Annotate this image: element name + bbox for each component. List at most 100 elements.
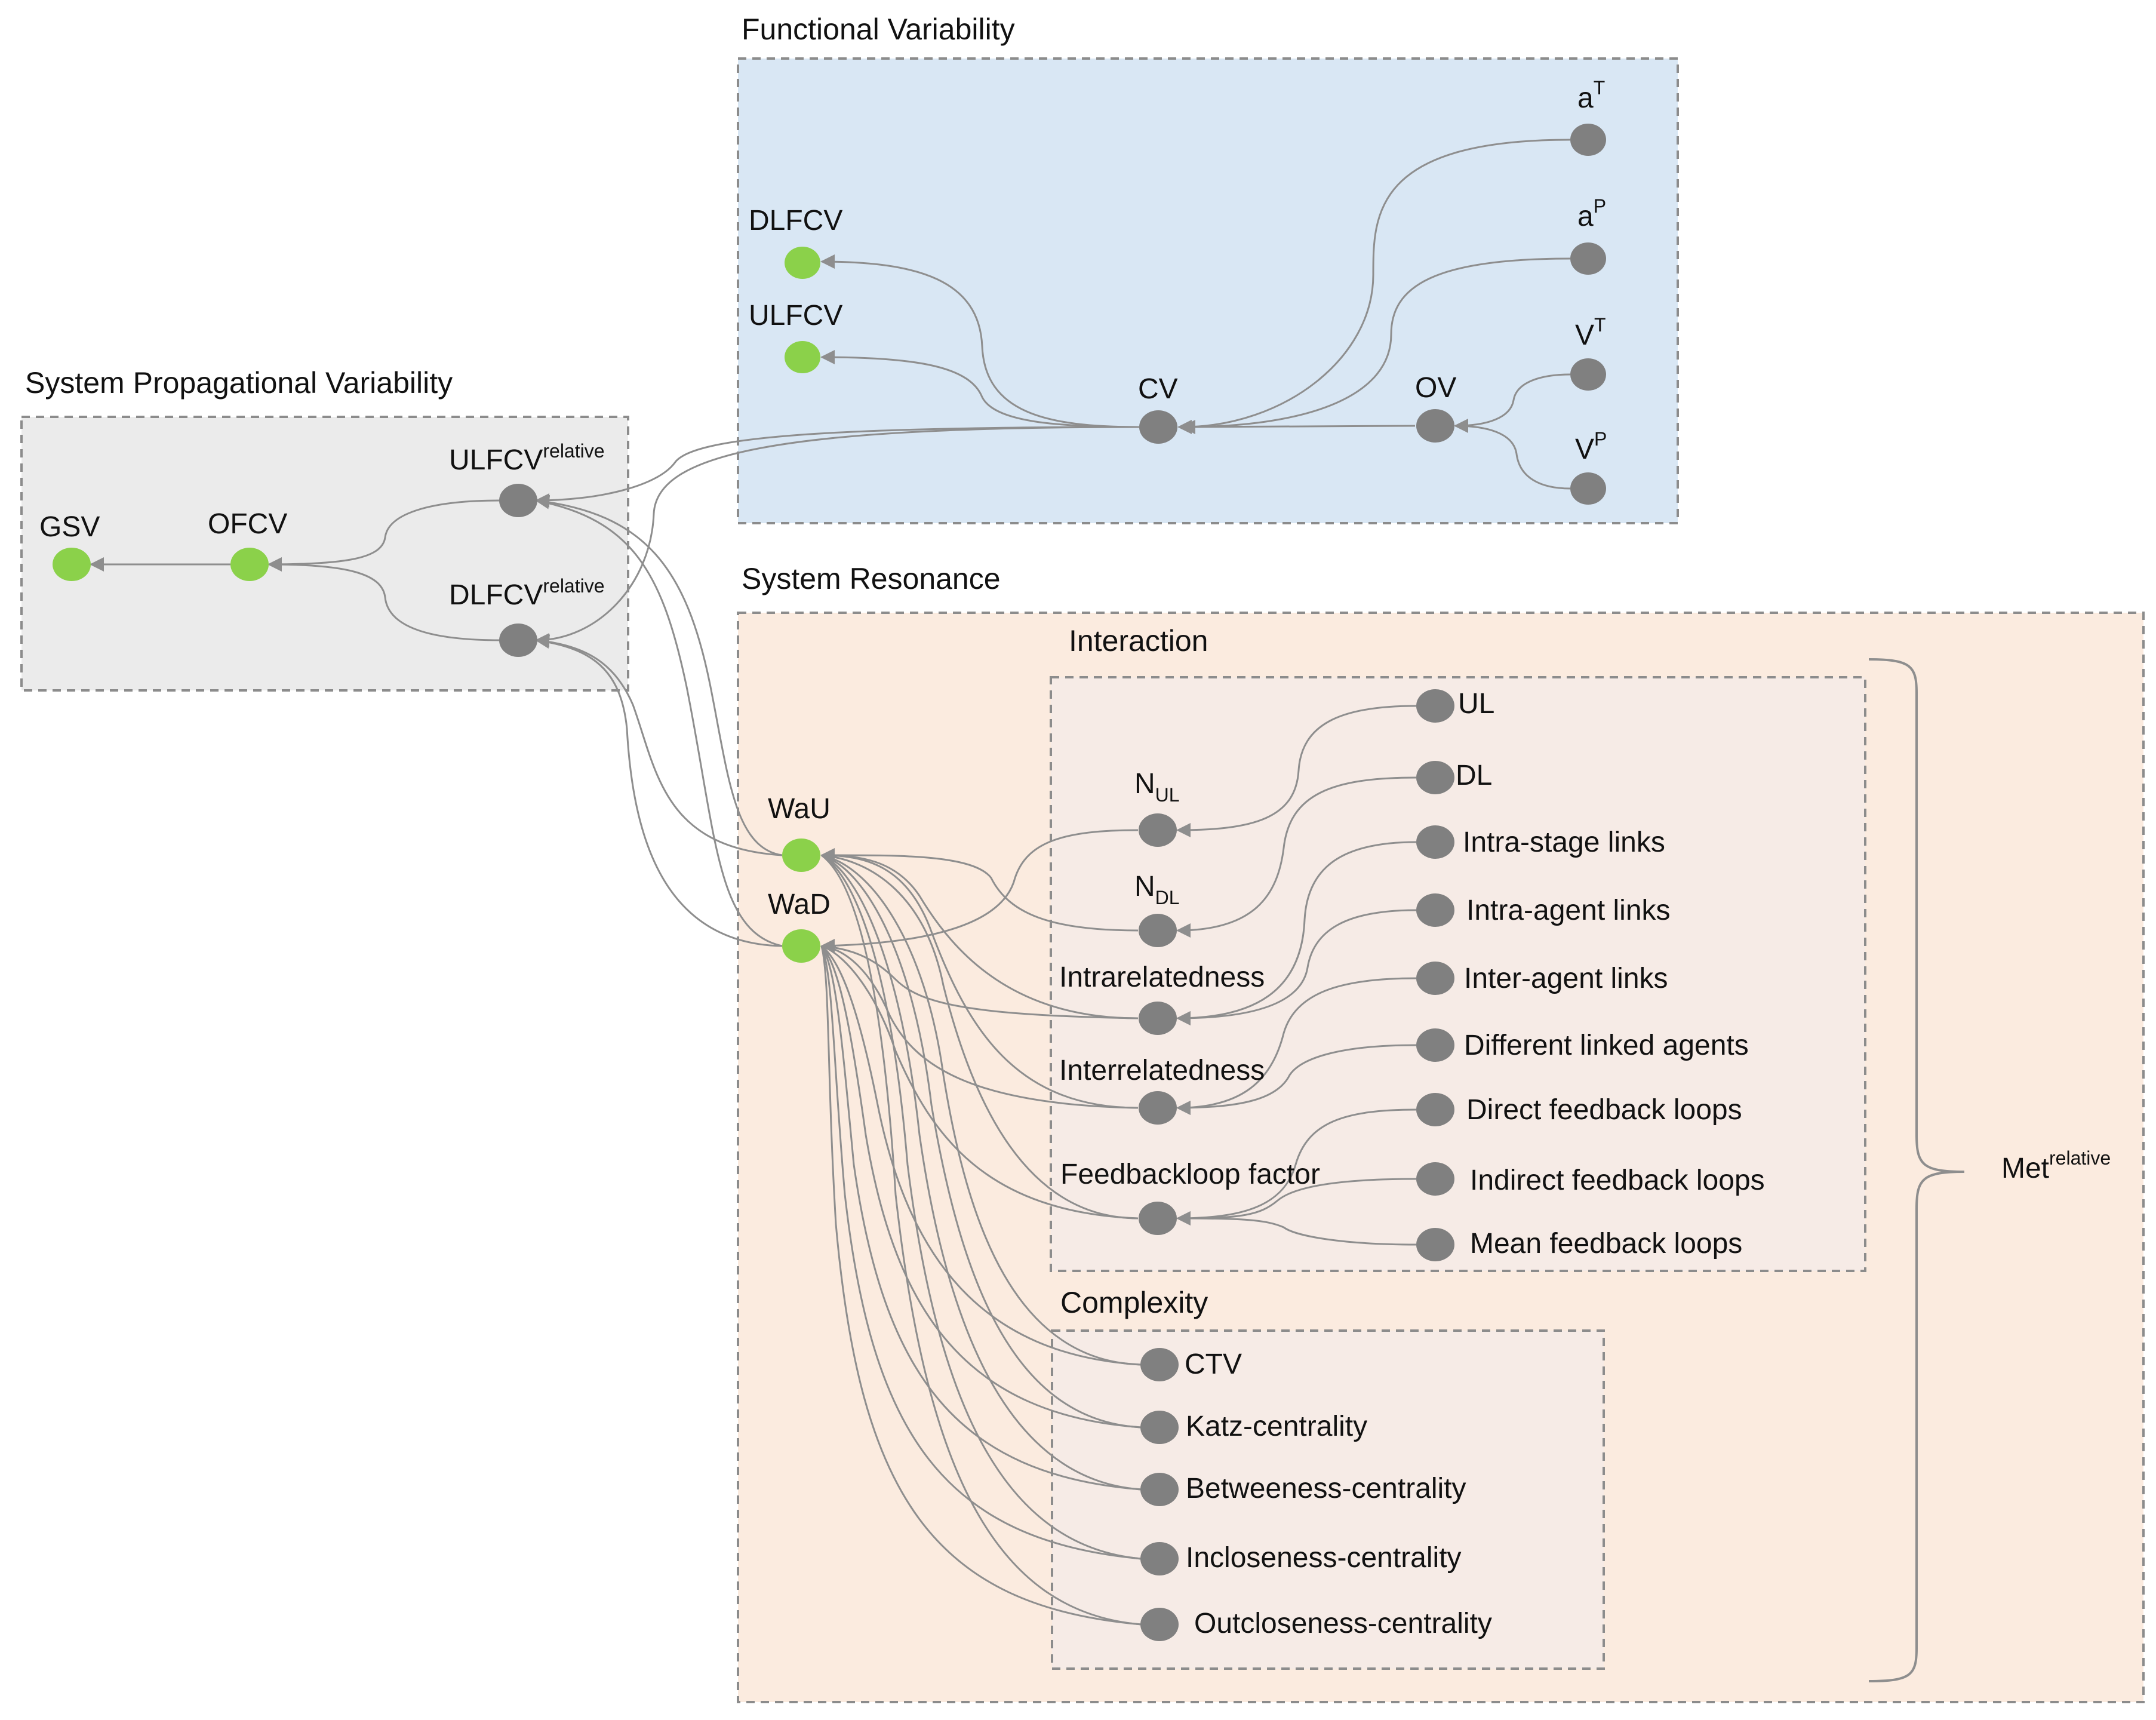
node-DLFCV-rel <box>499 624 537 657</box>
edge-IntraStage-Intrarel <box>1176 841 1417 1025</box>
node-IndirectFB <box>1416 1162 1454 1196</box>
label-NDL: NDL <box>1134 871 1180 908</box>
label-IndirectFB: Indirect feedback loops <box>1470 1165 1765 1196</box>
edge-CTV-WaU <box>821 854 1142 1366</box>
label-OFCV: OFCV <box>208 508 287 540</box>
edge-DL-NDL <box>1176 776 1417 938</box>
label-DiffAgents: Different linked agents <box>1464 1030 1749 1061</box>
node-IntraAgent <box>1416 893 1454 927</box>
edge-DiffAgents-Interrel <box>1177 1044 1417 1109</box>
label-IntraAgent: Intra-agent links <box>1466 895 1671 926</box>
label-WaD: WaD <box>768 889 831 920</box>
label-Intrarelatedness: Intrarelatedness <box>1059 962 1265 993</box>
node-aP <box>1570 242 1606 275</box>
edge-Katz-WaD <box>820 945 1142 1429</box>
edge-Interrel-WaD <box>821 945 1139 1109</box>
system-resonance-title: System Resonance <box>742 562 1001 595</box>
edge-NDL-WaU <box>821 854 1139 932</box>
node-GSV <box>53 548 91 581</box>
node-Intrarelatedness <box>1139 1002 1177 1035</box>
edge-Intrarel-WaD <box>821 945 1139 1019</box>
edge-IntraAgent-Intrarel <box>1177 909 1417 1019</box>
node-VP <box>1570 472 1606 505</box>
functional-variability-box <box>737 57 1679 524</box>
complexity-box <box>1051 1329 1605 1670</box>
node-IntraStage <box>1416 825 1454 859</box>
met-relative-label: Metrelative <box>2001 1147 2111 1184</box>
label-aT: aT <box>1577 77 1605 114</box>
node-ULFCV-rel <box>499 484 537 517</box>
edge-Outcloseness-WaU <box>821 854 1142 1626</box>
label-Outcloseness: Outcloseness-centrality <box>1194 1608 1492 1639</box>
node-InterAgent <box>1416 962 1454 995</box>
complexity-title: Complexity <box>1060 1286 1208 1319</box>
node-VT <box>1570 358 1606 391</box>
node-ULFCV <box>785 341 820 373</box>
node-NDL <box>1139 914 1177 947</box>
label-DLFCV-rel: DLFCVrelative <box>449 575 605 611</box>
edge-Betweeness-WaD <box>820 945 1142 1491</box>
node-Betweeness <box>1140 1473 1179 1506</box>
edge-CV-ULFCV <box>820 350 1140 428</box>
edge-IndirectFB-Feedback <box>1177 1178 1417 1220</box>
label-OV: OV <box>1415 372 1456 404</box>
label-GSV: GSV <box>39 511 100 543</box>
interaction-title: Interaction <box>1069 624 1208 658</box>
system-propagational-variability-title: System Propagational Variability <box>25 366 453 400</box>
label-IntraStage: Intra-stage links <box>1463 827 1665 858</box>
edge-UL-NUL <box>1176 705 1417 837</box>
node-Interrelatedness <box>1139 1091 1177 1125</box>
edge-aT-CV <box>1181 139 1571 434</box>
edge-Incloseness-WaU <box>821 854 1142 1560</box>
edge-ULFCV-rel-OFCV <box>267 499 501 572</box>
edge-DirectFB-Feedback <box>1176 1108 1417 1226</box>
label-WaU: WaU <box>768 793 831 825</box>
edge-Intrarel-WaU <box>821 854 1139 1019</box>
edge-CV-DLFCV <box>820 254 1140 428</box>
node-MeanFB <box>1416 1228 1454 1261</box>
label-DirectFB: Direct feedback loops <box>1466 1094 1742 1126</box>
label-VT: VT <box>1575 314 1606 351</box>
edge-OV-CV <box>1177 419 1416 434</box>
edge-WaD-DLFCV-rel <box>536 639 783 947</box>
label-MeanFB: Mean feedback loops <box>1470 1228 1742 1260</box>
edge-CV-DLFCV-rel <box>535 426 1140 647</box>
node-NUL <box>1139 813 1177 847</box>
node-OFCV <box>230 548 269 581</box>
edge-NUL-WaD <box>821 829 1139 947</box>
node-Feedbackloop <box>1139 1202 1177 1235</box>
node-UL <box>1416 689 1454 723</box>
edge-WaD-ULFCV-rel <box>536 499 783 947</box>
label-Interrelatedness: Interrelatedness <box>1059 1055 1265 1086</box>
edge-Incloseness-WaD <box>820 945 1142 1560</box>
edge-MeanFB-Feedback <box>1177 1217 1417 1246</box>
label-ULFCV-rel: ULFCVrelative <box>449 440 605 476</box>
edge-Betweeness-WaU <box>821 854 1142 1491</box>
node-CV <box>1139 410 1177 444</box>
label-DL: DL <box>1456 760 1492 791</box>
interaction-box <box>1050 676 1866 1272</box>
edge-Outcloseness-WaD <box>820 945 1142 1626</box>
edge-WaU-ULFCV-rel <box>535 494 783 856</box>
node-CTV <box>1140 1348 1179 1381</box>
edge-aP-CV <box>1182 257 1571 428</box>
edge-CV-ULFCV-rel <box>535 426 1140 508</box>
label-VP: VP <box>1575 428 1607 465</box>
label-Betweeness: Betweeness-centrality <box>1186 1473 1466 1504</box>
node-DiffAgents <box>1416 1028 1454 1062</box>
node-OV <box>1416 409 1454 443</box>
label-NUL: NUL <box>1134 768 1180 806</box>
node-DL <box>1416 761 1454 794</box>
edge-VP-OV <box>1454 425 1571 490</box>
label-UL: UL <box>1458 688 1494 720</box>
node-DirectFB <box>1416 1093 1454 1126</box>
label-CV: CV <box>1138 373 1178 405</box>
label-Incloseness: Incloseness-centrality <box>1186 1542 1462 1574</box>
node-aT <box>1570 124 1606 156</box>
label-DLFCV: DLFCV <box>749 205 842 236</box>
label-Katz: Katz-centrality <box>1186 1411 1367 1442</box>
node-Outcloseness <box>1140 1608 1179 1641</box>
label-aP: aP <box>1577 195 1606 232</box>
met-relative-brace <box>1868 658 1965 1682</box>
